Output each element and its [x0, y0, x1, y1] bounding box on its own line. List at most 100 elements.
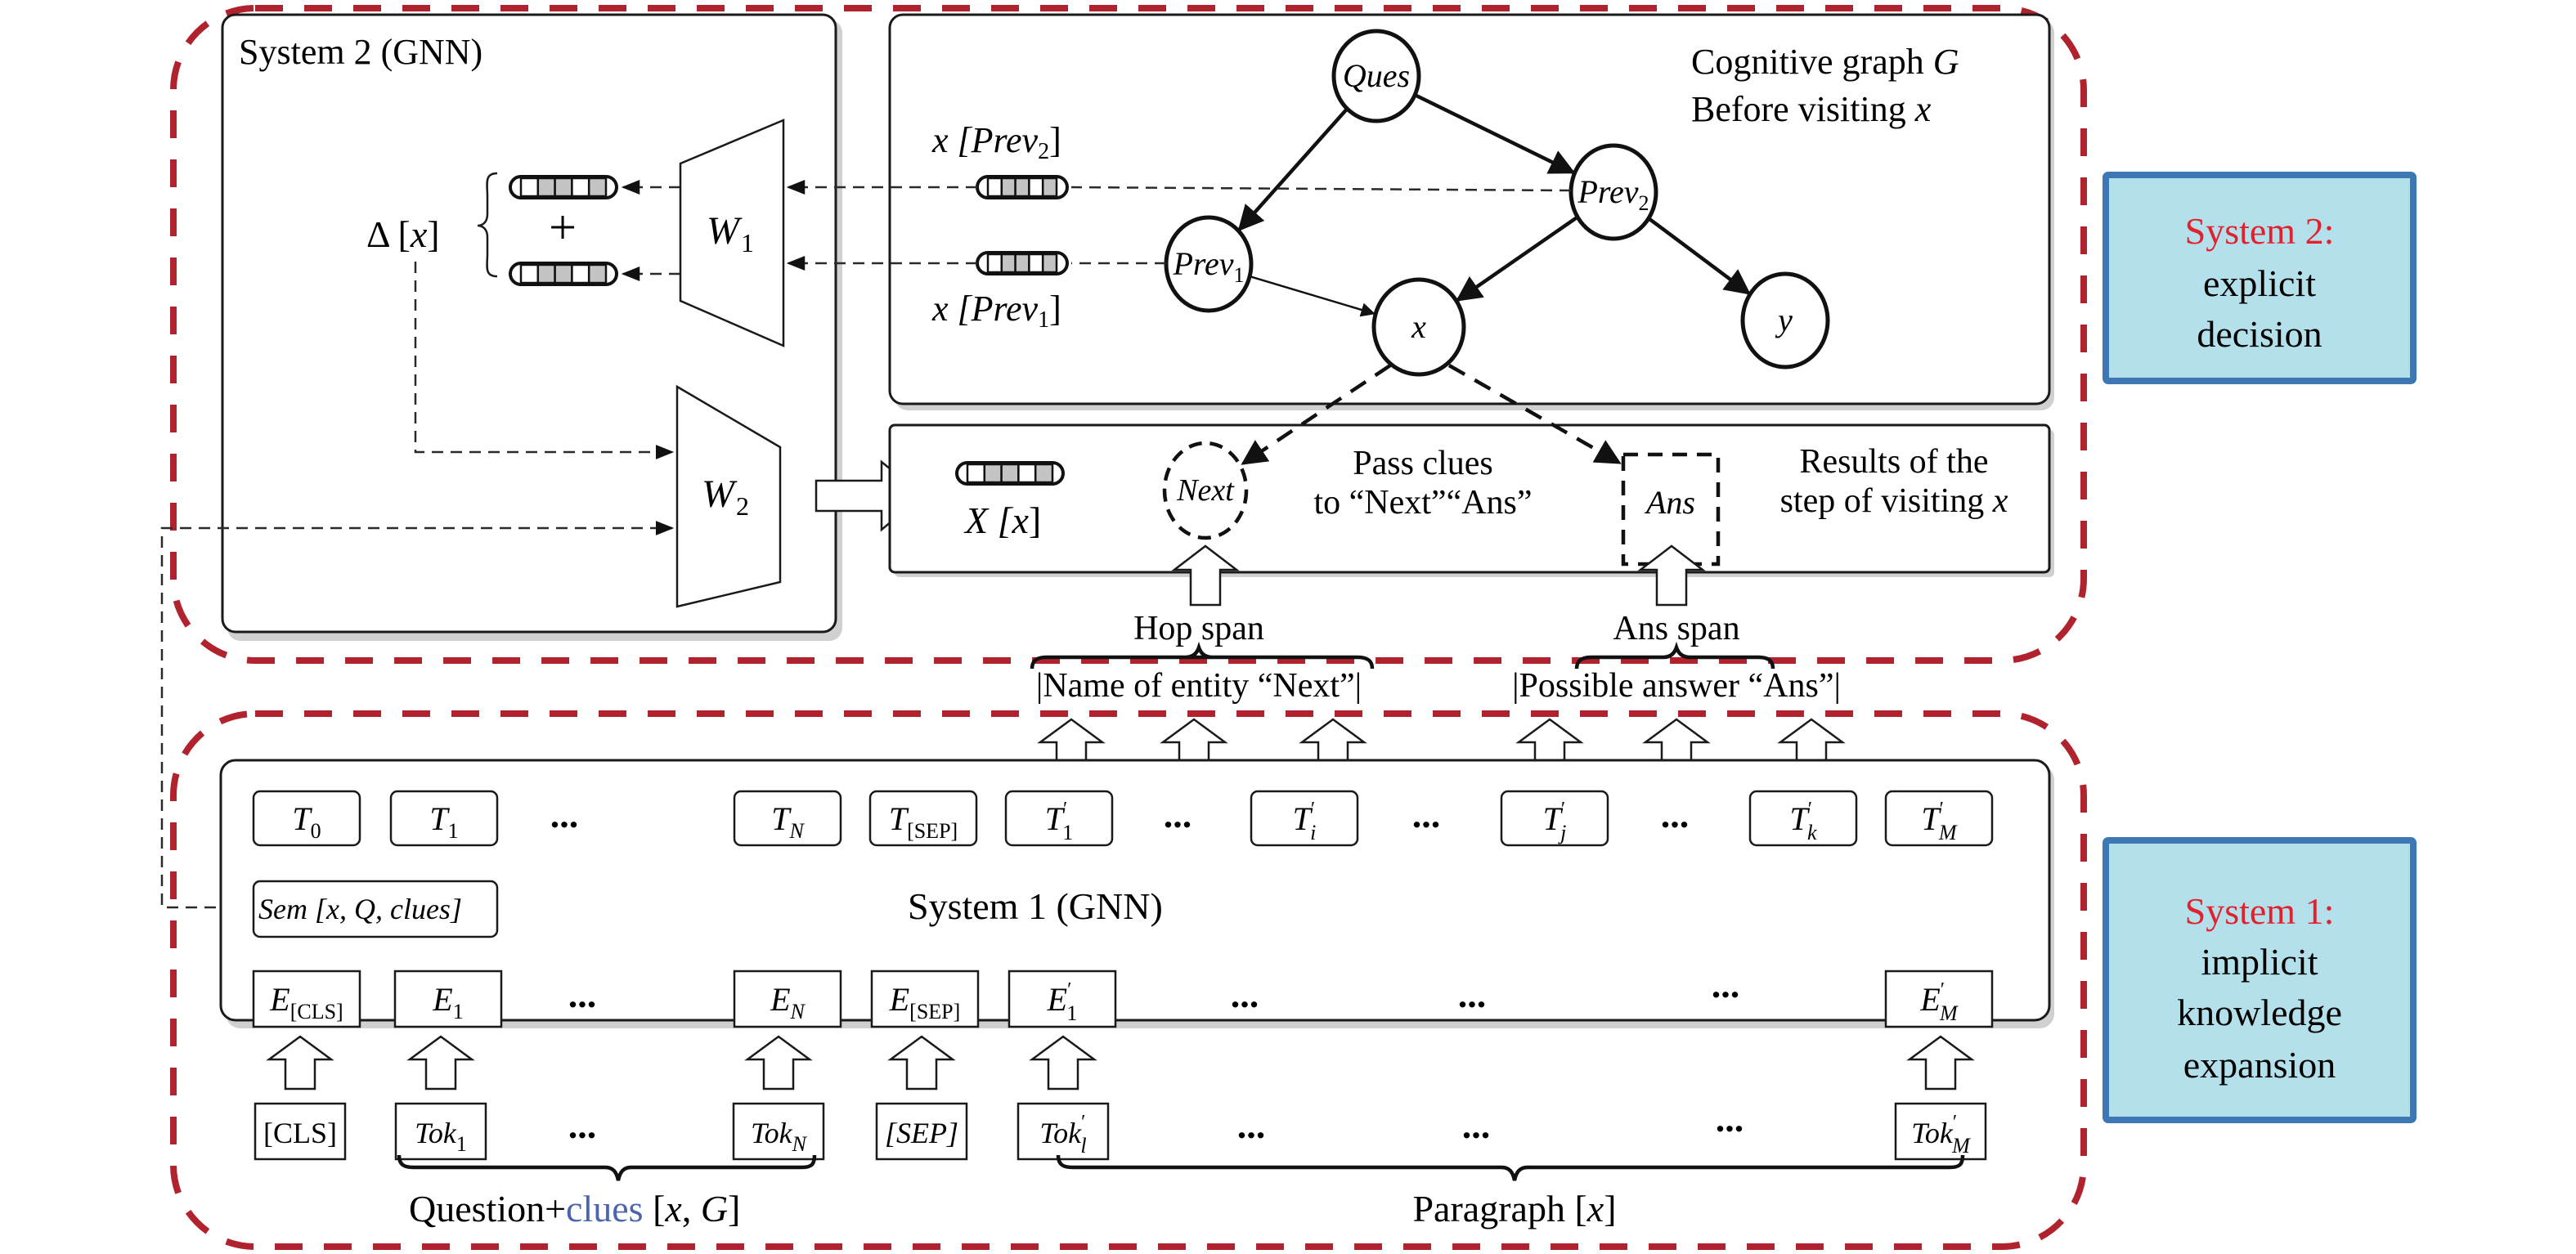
graph-node-label: x [1411, 308, 1426, 345]
sem-label: Sem [x, Q, clues] [258, 893, 462, 925]
t-output-box: T′M [1884, 790, 1994, 847]
ans-span-up-arrow [1637, 544, 1706, 607]
x-to-next-arrow [1241, 364, 1392, 465]
graph-edge-ques-to-prev1 [1237, 107, 1349, 232]
hop-span-label: Hop span [1133, 610, 1264, 647]
ellipsis-text: ... [1716, 1098, 1744, 1140]
hop-span-brace-icon [1030, 641, 1375, 670]
e-embedding-box: EN [733, 970, 842, 1028]
next-node-label: Next [1176, 473, 1235, 508]
t-output-box-label: T′1 [1045, 799, 1074, 844]
pass-clues-line1: Pass clues [1353, 445, 1493, 482]
t-output-box: T′j [1500, 790, 1609, 847]
e-embedding-box-label: E[CLS] [269, 981, 343, 1023]
ellipsis-text: ... [1237, 1104, 1266, 1146]
delta-vector-bottom [509, 262, 618, 286]
x-output-vector-label: X [x] [963, 499, 1041, 541]
ans-candidate-label: Ans [1644, 484, 1695, 521]
t-output-box-label: T1 [429, 800, 458, 843]
legend-system2-line2: decision [2197, 313, 2322, 355]
t-output-box: T′k [1748, 790, 1858, 847]
t-output-box: TN [733, 790, 842, 847]
token-input-box-label: Tok′l [1039, 1112, 1086, 1158]
token-to-embedding-up-arrow [1029, 1035, 1097, 1091]
delta-brace-icon [477, 172, 498, 278]
token-input-box-label: [CLS] [263, 1117, 337, 1149]
token-to-embedding-up-arrow [266, 1035, 334, 1091]
legend-system2-title: System 2: [2185, 210, 2335, 252]
sem-box: Sem [x, Q, clues] [252, 880, 499, 938]
graph-title-line2: Before visiting x [1691, 89, 1932, 129]
token-input-box: Tok′M [1894, 1102, 1987, 1161]
e-embedding-box-label: E[SEP] [889, 981, 961, 1023]
ellipsis-text: ... [1231, 974, 1259, 1015]
t-output-box: T′1 [1004, 790, 1114, 847]
hop-span-source-text: |Name of entity “Next”| [1036, 667, 1362, 705]
legend-system1-line3: expansion [2183, 1044, 2336, 1086]
e-embedding-box-label: E′M [1919, 979, 1959, 1025]
legend-system2: System 2: explicit decision [2103, 172, 2417, 384]
w1-transform-block [679, 119, 785, 347]
token-input-box: TokN [732, 1102, 825, 1161]
graph-node-label: y [1775, 302, 1793, 338]
ellipsis-text: ... [550, 794, 579, 835]
token-to-embedding-up-arrow [1906, 1035, 1975, 1091]
graph-edge-prev2-to-y [1647, 217, 1751, 295]
ans-span-label: Ans span [1613, 610, 1739, 647]
legend-system1: System 1: implicit knowledge expansion [2103, 837, 2417, 1123]
e-embedding-box-label: EN [770, 981, 806, 1023]
token-to-embedding-up-arrow [744, 1035, 813, 1091]
system2-region-border [170, 5, 2087, 664]
e-embedding-box: E[CLS] [252, 970, 361, 1028]
paragraph-label: Paragraph [x] [1412, 1188, 1616, 1229]
cognitive-graph-panel: Cognitive graph G Before visiting x x [P… [888, 13, 2054, 410]
graph-node-y: y [1740, 271, 1830, 369]
graph-edge-prev1-to-x [1249, 275, 1376, 317]
token-input-box: Tok1 [394, 1102, 487, 1161]
vector-prev1-label: x [Prev1] [931, 289, 1061, 333]
e-embedding-box: E′1 [1008, 970, 1117, 1028]
step-results-panel: X [x] Next Pass clues to “Next”“Ans” Ans… [888, 423, 2054, 577]
x-output-vector [955, 461, 1065, 486]
delta-to-w2-arrow [414, 262, 675, 459]
system1-gnn-title: System 1 (GNN) [908, 885, 1163, 927]
ellipsis-text: ... [1458, 974, 1487, 1015]
graph-edge-ques-to-prev2 [1414, 93, 1576, 174]
system1-gnn-panel: System 1 (GNN) Sem [x, Q, clues] T0 T1 TN T… [219, 759, 2054, 1028]
t-output-box: T′i [1250, 790, 1359, 847]
e-embedding-box: E[SEP] [870, 970, 980, 1028]
token-input-box-label: [SEP] [885, 1117, 958, 1149]
token-to-embedding-up-arrow [887, 1035, 956, 1091]
question-clues-label: Question+clues [x, G] [409, 1188, 740, 1229]
legend-system1-title: System 1: [2185, 890, 2335, 932]
system2-gnn-panel: System 2 (GNN) Δ [x] + W1 W2 [221, 13, 842, 641]
w1-label: W1 [707, 209, 754, 258]
graph-node-prev2: Prev2 [1568, 143, 1658, 241]
ellipsis-text: ... [1462, 1104, 1491, 1146]
token-input-box: [SEP] [875, 1102, 968, 1161]
question-brace-icon [397, 1154, 817, 1181]
token-input-box-label: Tok′M [1911, 1112, 1971, 1158]
hop-span-up-arrow [1171, 544, 1240, 607]
graph-edge-prev2-to-x [1456, 215, 1579, 302]
w2-transform-block [675, 384, 782, 608]
t-output-box-label: TN [771, 800, 805, 843]
ellipsis-text: ... [568, 1104, 597, 1146]
t-output-box: T0 [252, 790, 361, 847]
results-caption-line1: Results of the [1800, 443, 1989, 481]
legend-system2-line1: explicit [2203, 262, 2316, 304]
results-caption-line2: step of visiting x [1780, 482, 2008, 520]
t-output-box: T1 [389, 790, 499, 847]
e-embedding-box: E1 [393, 970, 503, 1028]
t-output-box-label: T′i [1293, 799, 1317, 844]
graph-node-prev1: Prev1 [1164, 215, 1254, 313]
ans-span-brace-icon [1574, 641, 1775, 670]
t-output-box-label: T0 [292, 800, 321, 843]
ellipsis-text: ... [568, 974, 597, 1015]
token-to-embedding-up-arrow [406, 1035, 475, 1091]
graph-node-label: Prev1 [1172, 245, 1244, 287]
t-output-box: T[SEP] [868, 790, 978, 847]
e-embedding-box: E′M [1884, 970, 1994, 1028]
vector-prev2-label: x [Prev2] [931, 120, 1061, 164]
